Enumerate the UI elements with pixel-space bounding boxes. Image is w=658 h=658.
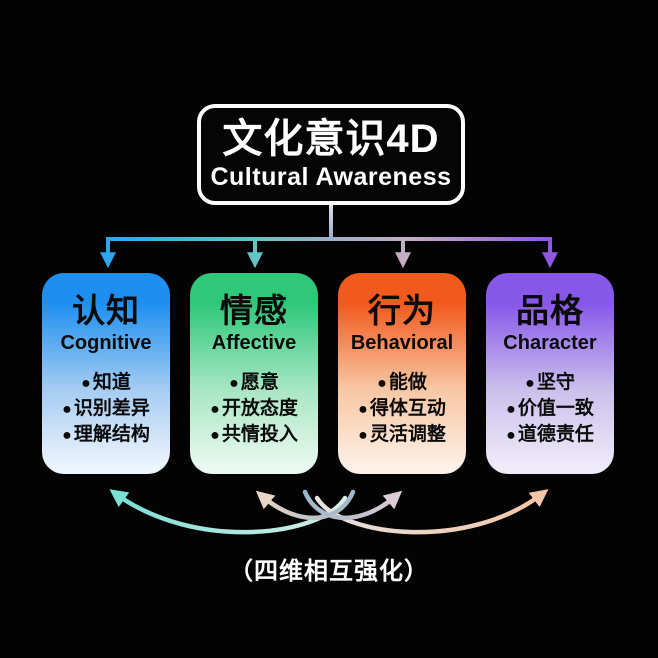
bullet-text: 共情投入 <box>221 424 298 445</box>
bullet-text: 理解结构 <box>73 424 150 445</box>
bullet-item: ●开放态度 <box>190 396 318 422</box>
branch-right-arrow <box>329 237 558 269</box>
bullet-text: 愿意 <box>240 372 279 393</box>
bullet-dot-icon: ● <box>358 427 368 444</box>
bullet-text: 能做 <box>388 372 427 393</box>
diagram-subtitle: Cultural Awareness <box>210 163 452 191</box>
bullet-text: 价值一致 <box>517 398 594 419</box>
bullet-dot-icon: ● <box>525 375 535 392</box>
bullet-dot-icon: ● <box>62 427 72 444</box>
card-character: 品格 Character ●坚守 ●价值一致 ●道德责任 <box>486 273 614 474</box>
mutual-arrow-to-affective <box>255 489 356 521</box>
bullet-item: ●灵活调整 <box>338 422 466 448</box>
bullet-dot-icon: ● <box>506 401 516 418</box>
bullet-item: ●得体互动 <box>338 396 466 422</box>
bullet-text: 道德责任 <box>517 424 594 445</box>
bullet-item: ●坚守 <box>486 370 614 396</box>
title-box: 文化意识4D Cultural Awareness <box>197 104 465 205</box>
bullet-item: ●共情投入 <box>190 422 318 448</box>
card-title-zh: 认知 <box>72 292 140 329</box>
card-cognitive: 认知 Cognitive ●知道 ●识别差异 ●理解结构 <box>42 273 170 474</box>
bullet-text: 知道 <box>92 372 131 393</box>
card-title-en: Behavioral <box>350 332 454 354</box>
bullet-text: 灵活调整 <box>369 424 446 445</box>
bullet-text: 得体互动 <box>369 398 446 419</box>
bullet-dot-icon: ● <box>506 427 516 444</box>
bullet-item: ●识别差异 <box>42 396 170 422</box>
card-title-zh: 品格 <box>516 292 584 329</box>
card-bullet-list: ●知道 ●识别差异 ●理解结构 <box>42 370 170 448</box>
card-bullet-list: ●坚守 ●价值一致 ●道德责任 <box>486 370 614 448</box>
bullet-text: 坚守 <box>536 372 575 393</box>
bullet-text: 开放态度 <box>221 398 298 419</box>
bullet-dot-icon: ● <box>377 375 387 392</box>
card-behavioral: 行为 Behavioral ●能做 ●得体互动 ●灵活调整 <box>338 273 466 474</box>
branch-left-arrow <box>100 237 333 269</box>
bullet-dot-icon: ● <box>81 375 91 392</box>
card-affective: 情感 Affective ●愿意 ●开放态度 ●共情投入 <box>190 273 318 474</box>
mutual-reinforcement-caption: （四维相互强化） <box>229 558 429 585</box>
bullet-item: ●愿意 <box>190 370 318 396</box>
bullet-dot-icon: ● <box>62 401 72 418</box>
card-title-zh: 情感 <box>220 292 288 329</box>
mutual-arrow-to-cognitive <box>109 489 348 535</box>
bullet-item: ●道德责任 <box>486 422 614 448</box>
mutual-arrow-to-behavioral <box>302 489 403 521</box>
bullet-dot-icon: ● <box>210 401 220 418</box>
bullet-dot-icon: ● <box>229 375 239 392</box>
bullet-item: ●价值一致 <box>486 396 614 422</box>
card-title-en: Character <box>503 332 597 354</box>
bullet-item: ●能做 <box>338 370 466 396</box>
card-bullet-list: ●能做 ●得体互动 ●灵活调整 <box>338 370 466 448</box>
bullet-text: 识别差异 <box>73 398 150 419</box>
card-title-zh: 行为 <box>368 292 436 329</box>
bullet-dot-icon: ● <box>210 427 220 444</box>
card-bullet-list: ●愿意 ●开放态度 ●共情投入 <box>190 370 318 448</box>
bullet-dot-icon: ● <box>358 401 368 418</box>
mutual-arrow-to-character <box>314 489 549 535</box>
bullet-item: ●理解结构 <box>42 422 170 448</box>
card-title-en: Affective <box>211 332 297 354</box>
card-title-en: Cognitive <box>60 332 152 354</box>
bullet-item: ●知道 <box>42 370 170 396</box>
diagram-title: 文化意识4D <box>222 117 440 161</box>
